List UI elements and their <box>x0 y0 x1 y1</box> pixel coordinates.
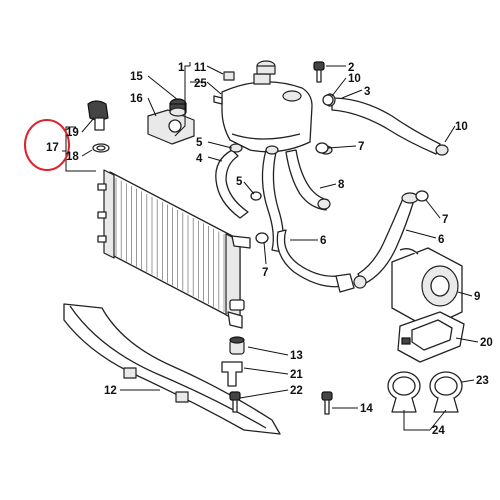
callout-3: 3 <box>364 86 370 98</box>
radiator <box>97 169 251 329</box>
callout-6-right: 6 <box>438 234 444 246</box>
hose-6-right <box>353 192 419 289</box>
callout-24: 24 <box>432 425 445 437</box>
callout-13: 13 <box>290 350 303 362</box>
callout-23: 23 <box>476 375 489 387</box>
callout-19: 19 <box>66 127 79 139</box>
clamp-7a <box>255 232 269 244</box>
callout-10-right: 10 <box>455 121 468 133</box>
thermostat-housing-9 <box>391 247 463 329</box>
callout-labels: 1 2 3 4 5 5 6 6 7 7 7 8 9 10 10 11 12 13… <box>46 62 493 437</box>
callout-14: 14 <box>360 403 373 415</box>
callout-2: 2 <box>348 62 354 74</box>
callout-18: 18 <box>66 151 79 163</box>
callout-8: 8 <box>338 179 345 191</box>
cap-15 <box>169 98 187 117</box>
clamp-23 <box>429 371 463 413</box>
screw-22 <box>229 391 241 413</box>
crossmember-12 <box>63 303 281 435</box>
callout-6-mid: 6 <box>320 235 326 247</box>
clamp-24 <box>387 371 421 413</box>
callout-20: 20 <box>480 337 493 349</box>
seal-18 <box>92 143 110 153</box>
drain-plug-19 <box>87 100 109 131</box>
callout-4: 4 <box>196 153 203 165</box>
callout-11: 11 <box>194 62 207 74</box>
callout-7-lower: 7 <box>262 267 268 279</box>
callout-17: 17 <box>46 142 59 154</box>
callout-5-top: 5 <box>196 137 203 149</box>
bracket-21 <box>221 361 243 387</box>
callout-5-mid: 5 <box>236 176 243 188</box>
callout-10-top: 10 <box>348 73 361 85</box>
bushing-13 <box>229 336 245 355</box>
leader-lines <box>62 62 479 431</box>
callout-1: 1 <box>178 62 185 74</box>
callout-16: 16 <box>130 93 143 105</box>
screw-14 <box>321 391 333 415</box>
clamp-7c <box>415 190 429 202</box>
callout-7-right: 7 <box>442 214 448 226</box>
expansion-tank <box>213 60 313 153</box>
hose-3 <box>324 93 449 156</box>
clamp-5b <box>250 191 262 201</box>
clamp-10a <box>322 94 334 106</box>
highlight-circle <box>24 119 70 171</box>
callout-25: 25 <box>194 78 207 90</box>
callout-21: 21 <box>290 369 303 381</box>
screw-2 <box>313 61 325 83</box>
callout-15: 15 <box>130 71 143 83</box>
hose-6 <box>276 229 355 293</box>
callout-12: 12 <box>104 385 117 397</box>
callout-7-top: 7 <box>358 141 364 153</box>
clamp-7b <box>315 142 329 154</box>
gasket-20 <box>397 311 465 363</box>
hose-8 <box>285 145 333 211</box>
callout-9: 9 <box>474 291 480 303</box>
callout-22: 22 <box>290 385 303 397</box>
bracket-16 <box>147 109 195 145</box>
hose-4 <box>215 143 249 219</box>
